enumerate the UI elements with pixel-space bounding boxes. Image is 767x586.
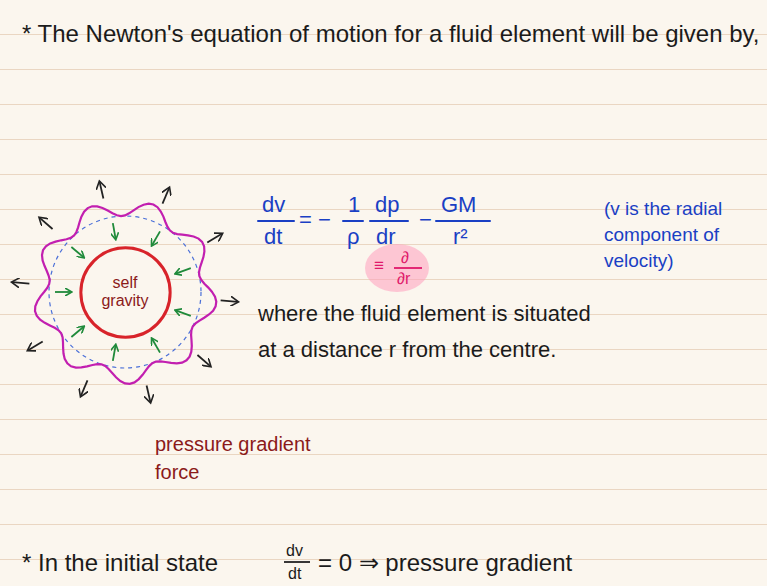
equation-term: 1 [348, 192, 360, 218]
force-arrow [163, 188, 170, 204]
equation-term: r² [453, 224, 468, 250]
node-label: self gravity [96, 274, 154, 310]
equation-term: ρ [347, 224, 360, 250]
explanation-note: where the fluid element is situated at a… [258, 296, 603, 368]
heading-note: * The Newton's equation of motion for a … [22, 16, 760, 52]
equation-term: GM [441, 192, 476, 218]
pressure-arrows [12, 182, 237, 402]
force-arrow [147, 386, 151, 403]
equivalence-sign: ≡ [374, 256, 384, 276]
force-arrow [176, 268, 191, 273]
force-arrow [207, 234, 222, 243]
force-arrow [40, 218, 53, 229]
gravity-core: self gravity [79, 246, 172, 339]
force-arrow [71, 247, 83, 257]
dashed-boundary [49, 216, 201, 368]
force-arrow [152, 231, 160, 245]
equation-term: dv [262, 192, 285, 218]
force-arrow [100, 182, 104, 199]
equation-sign: − [318, 207, 331, 233]
equation-sign: − [419, 207, 432, 233]
partial-term: ∂ [401, 248, 409, 267]
equation-term: dt [264, 224, 282, 250]
equation-sign: = [299, 207, 312, 233]
equation-term: dr [376, 224, 396, 250]
force-arrow [152, 339, 160, 353]
equation-term: dv [286, 541, 303, 560]
fluid-boundary [35, 204, 216, 384]
force-arrow [113, 223, 116, 239]
highlight [365, 244, 429, 292]
bullet-note: = 0 ⇒ pressure gradient [318, 548, 572, 578]
force-arrow [71, 327, 83, 337]
force-arrow [81, 380, 88, 396]
annotation: (v is the radial component of velocity) [604, 196, 759, 274]
force-arrow [55, 291, 71, 293]
fraction-bar [394, 267, 422, 269]
force-arrow [221, 300, 238, 301]
force-label: pressure gradient force [155, 430, 320, 486]
force-arrow [176, 310, 191, 315]
bullet-note: * In the initial state [22, 548, 218, 578]
force-arrow [28, 341, 43, 350]
force-arrow [113, 345, 116, 361]
fraction-bar [284, 561, 310, 563]
force-arrow [12, 282, 29, 283]
equation-term: dp [375, 192, 399, 218]
force-arrow [197, 355, 210, 366]
partial-term: ∂r [397, 269, 410, 288]
gravity-arrows [55, 223, 191, 361]
fraction-bars [258, 220, 490, 222]
node-text-wrap: self gravity [79, 274, 172, 310]
equation-term: dt [288, 564, 301, 583]
